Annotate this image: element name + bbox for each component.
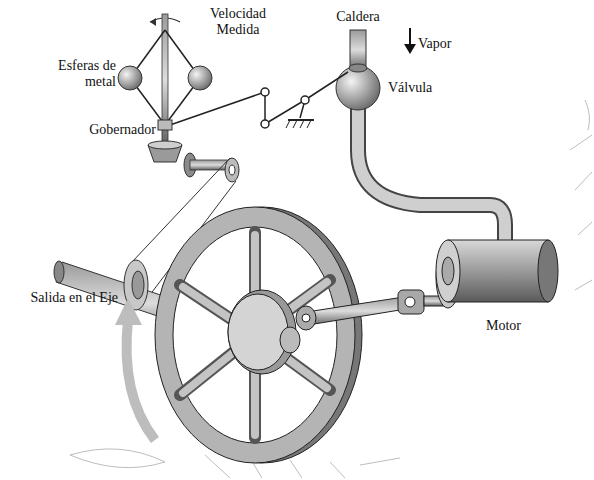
valve-label: Válvula: [388, 80, 458, 96]
steam-label: Vapor: [418, 36, 478, 52]
governor-label: Gobernador: [66, 122, 156, 138]
shaft-output-label: Salida en el Eje: [20, 290, 118, 306]
measured-speed-label: Velocidad Medida: [198, 6, 278, 38]
motor-label: Motor: [486, 318, 546, 334]
metal-balls-label: Esferas de metal: [40, 58, 116, 90]
boiler-label: Caldera: [326, 9, 390, 25]
